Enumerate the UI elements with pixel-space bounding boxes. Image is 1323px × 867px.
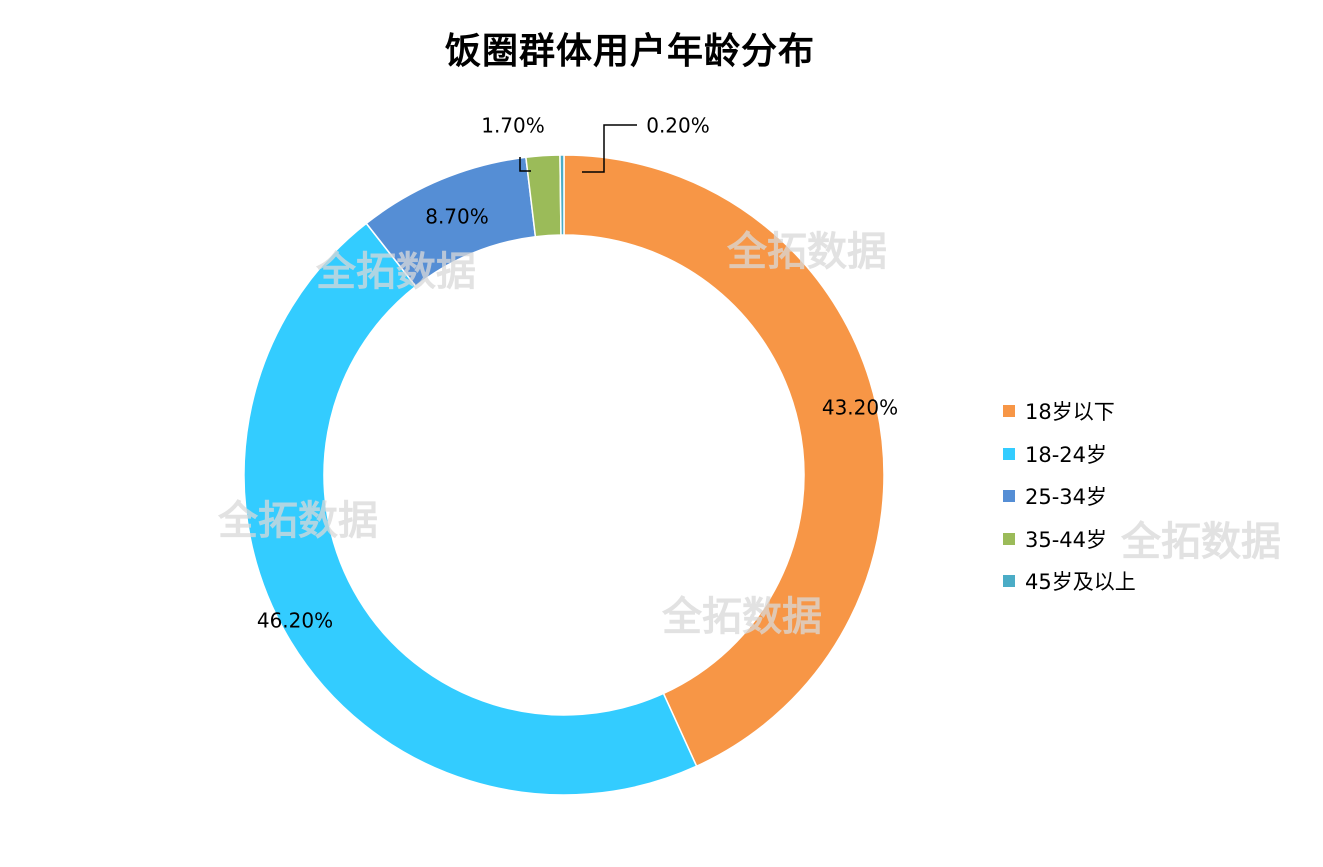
watermark-3: 全拓数据 xyxy=(661,594,822,640)
legend-swatch-2 xyxy=(1003,490,1015,503)
legend-item-4: 45岁及以上 xyxy=(1003,560,1136,603)
legend-label-0: 18岁以下 xyxy=(1025,400,1115,425)
slices-layer xyxy=(243,154,885,796)
leader-lines xyxy=(519,124,637,173)
legend-swatch-4 xyxy=(1003,575,1015,588)
data-label-1: 46.20% xyxy=(257,609,333,633)
legend-label-3: 35-44岁 xyxy=(1025,527,1108,552)
data-label-0: 43.20% xyxy=(822,396,898,420)
legend-swatch-1 xyxy=(1003,447,1015,460)
legend-swatch-3 xyxy=(1003,532,1015,545)
leader-line-4 xyxy=(582,124,637,173)
watermark-1: 全拓数据 xyxy=(726,229,887,275)
legend-label-4: 45岁及以上 xyxy=(1025,570,1136,595)
legend-label-2: 25-34岁 xyxy=(1025,485,1108,510)
watermark-2: 全拓数据 xyxy=(217,498,378,544)
watermark-4: 全拓数据 xyxy=(1120,519,1281,565)
data-label-3: 1.70% xyxy=(481,114,545,138)
leader-line-3 xyxy=(519,157,531,172)
legend-swatch-0 xyxy=(1003,405,1015,418)
legend-item-0: 18岁以下 xyxy=(1003,390,1136,433)
data-label-4: 0.20% xyxy=(646,114,710,138)
slice-0 xyxy=(563,154,885,768)
data-labels: 43.20% 46.20% 8.70% 1.70% 0.20% xyxy=(257,114,898,633)
legend: 18岁以下 18-24岁 25-34岁 35-44岁 45岁及以上 xyxy=(1003,390,1136,603)
data-label-2: 8.70% xyxy=(425,205,489,229)
slice-4 xyxy=(559,154,565,236)
chart-title: 饭圈群体用户年龄分布 xyxy=(444,31,815,72)
legend-label-1: 18-24岁 xyxy=(1025,442,1108,467)
legend-item-3: 35-44岁 xyxy=(1003,518,1136,561)
legend-item-2: 25-34岁 xyxy=(1003,475,1136,518)
legend-item-1: 18-24岁 xyxy=(1003,433,1136,476)
slice-1 xyxy=(243,222,698,796)
watermarks: 全拓数据全拓数据全拓数据全拓数据全拓数据 xyxy=(217,229,1281,640)
watermark-0: 全拓数据 xyxy=(315,249,476,295)
